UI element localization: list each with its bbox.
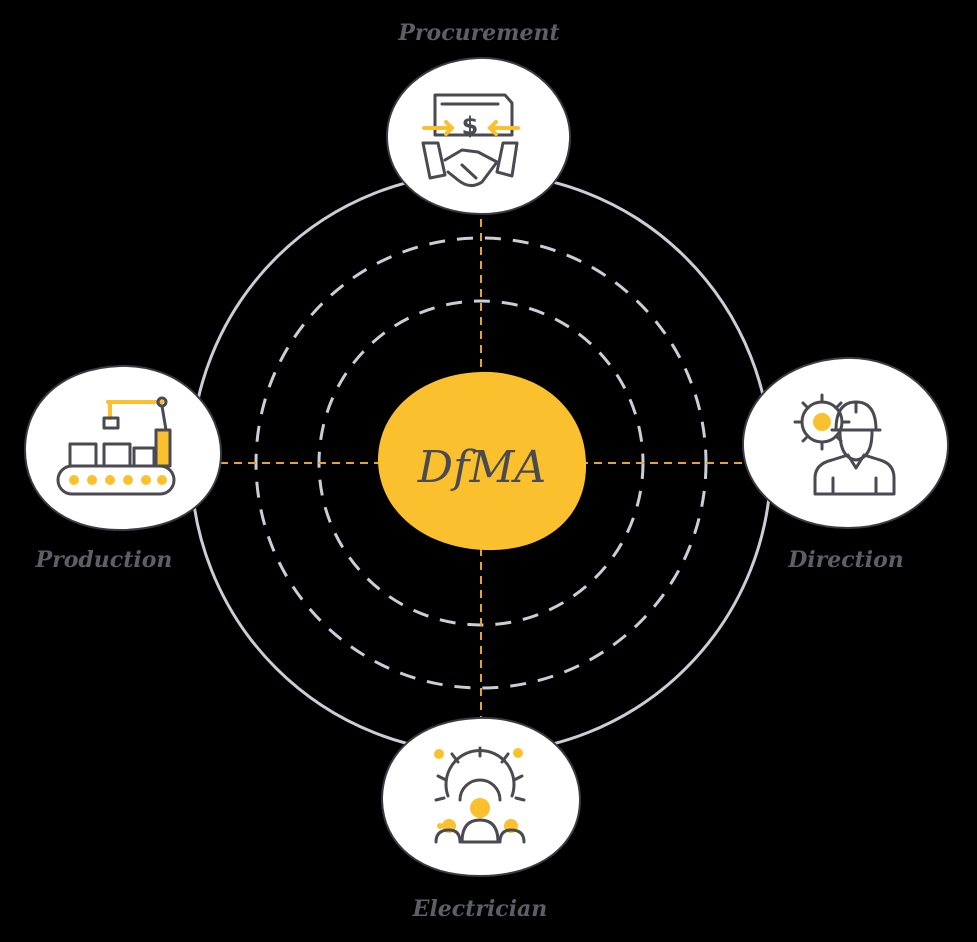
node-direction-bg [741,356,950,530]
node-production-label: Production [35,547,173,573]
node-procurement: $ Procurement [385,20,572,216]
engineer-gear-icon [793,393,896,496]
center-blob [377,371,587,551]
node-electrician: Electrician [380,716,582,922]
node-production-bg [23,364,223,532]
node-procurement-label: Procurement [397,20,559,46]
procurement-handshake-icon: $ [421,93,520,187]
node-production: Production [23,364,223,573]
team-gear-icon [434,746,526,844]
center-label: DfMA [417,442,546,493]
node-electrician-bg [380,716,582,878]
node-direction-label: Direction [787,547,904,573]
conveyor-robot-arm-icon [56,396,176,496]
node-electrician-label: Electrician [412,896,548,922]
node-direction: Direction [741,356,950,573]
svg-text:$: $ [462,112,479,140]
